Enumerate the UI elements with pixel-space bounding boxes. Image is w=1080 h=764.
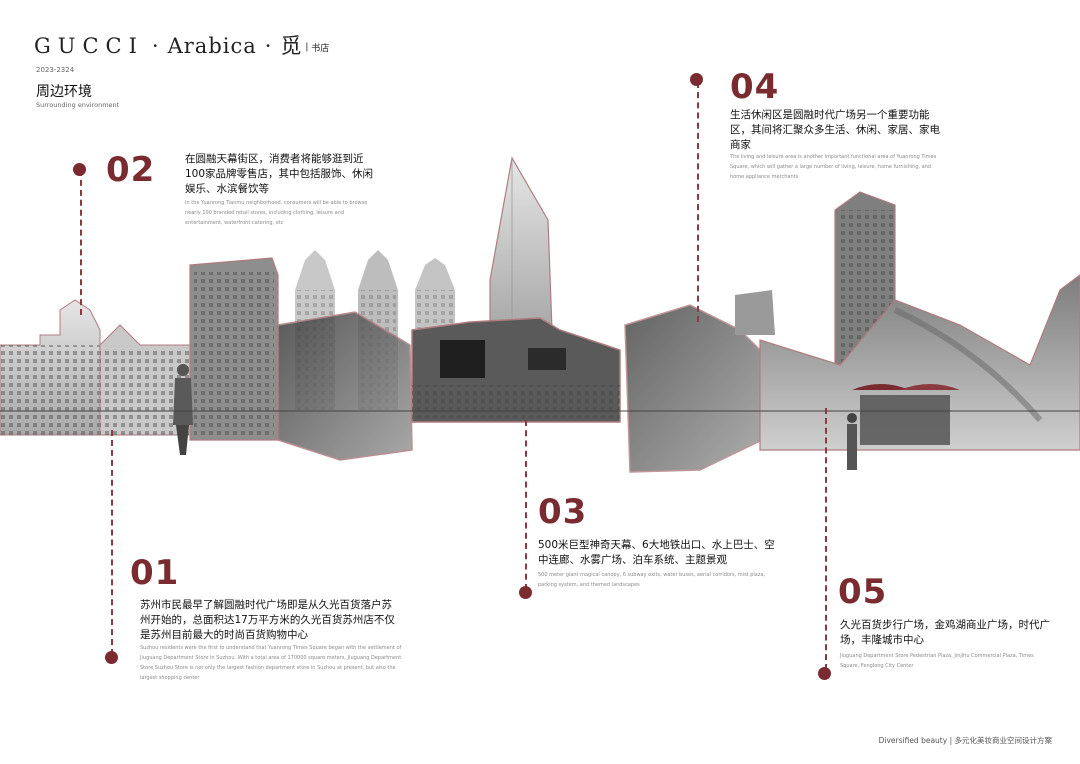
point-text-en-04: The living and leisure area is another i… (730, 154, 937, 180)
mall-with-screens (411, 317, 621, 423)
glass-skyscraper (489, 156, 553, 331)
point-text-zh-04: 生活休闲区是圆融时代广场另一个重要功能区，其间将汇聚众多生活、休闲、家居、家电商… (730, 109, 940, 151)
timeline-dot-02 (73, 163, 86, 176)
footer-divider: | (949, 736, 955, 745)
old-town-buildings (0, 299, 191, 436)
timeline-line-05 (825, 408, 827, 670)
footer-en: Diversified beauty (878, 736, 948, 745)
timeline-dot-04 (690, 73, 703, 86)
brand-gucci: GUCCI (34, 34, 144, 58)
point-text-zh-03: 500米巨型神奇天幕、6大地铁出口、水上巴士、空中连廊、水雾广场、泊车系统、主题… (538, 539, 775, 566)
timeline-line-03 (525, 420, 527, 590)
timeline-dot-03 (519, 586, 532, 599)
skyline-illustration (0, 156, 1080, 473)
brand-separator-2: · (264, 34, 273, 58)
point-text-en-03: 500 meter giant magical canopy, 6 subway… (538, 572, 766, 588)
glass-cube-building (277, 311, 413, 461)
timeline-line-02 (80, 170, 82, 315)
footer-zh: 多元化美妆商业空间设计方案 (954, 736, 1053, 745)
point-text-zh-05: 久光百货步行广场，金鸡湖商业广场，时代广场，丰隆城市中心 (840, 619, 1050, 646)
point-text-en-01: Suzhou residents were the first to under… (140, 645, 402, 681)
point-number-02: 02 (106, 150, 156, 190)
point-number-01: 01 (130, 553, 180, 593)
brand-separator: · (151, 34, 160, 58)
brand-mark: 觅 (280, 34, 303, 58)
timeline-line-01 (111, 430, 113, 655)
brand-header: GUCCI · Arabica · 觅 | 书店 (34, 30, 329, 60)
footer: Diversified beauty | 多元化美妆商业空间设计方案 (879, 735, 1052, 746)
street-vendors (847, 384, 960, 470)
curved-canopy-mall (759, 274, 1080, 451)
point-number-03: 03 (538, 492, 588, 532)
timeline-line-04 (697, 82, 699, 322)
point-text-zh-01: 苏州市民最早了解圆融时代广场即是从久光百货落户苏州开始的，总面积达17万平方米的… (140, 599, 395, 641)
brand-arabica: Arabica (167, 34, 257, 58)
timeline-dot-05 (818, 667, 831, 680)
section-title: 周边环境 (36, 84, 92, 100)
brand-bookstore: 书店 (311, 44, 330, 54)
point-number-04: 04 (730, 67, 780, 107)
brand-divider: | (302, 42, 312, 53)
point-text-en-02: In the Yuanrong Tianmu neighborhood, con… (185, 200, 368, 226)
timeline-dot-01 (105, 651, 118, 664)
section-subtitle: Surrounding environment (36, 101, 120, 109)
point-number-05: 05 (838, 572, 888, 612)
year-label: 2023-2324 (36, 66, 75, 74)
tower-left (189, 257, 279, 441)
person-figure-left (173, 364, 193, 455)
point-text-en-05: Jiuguang Department Store Pedestrian Pla… (840, 653, 1034, 669)
point-text-zh-02: 在圆融天幕街区，消费者将能够逛到近100家品牌零售店，其中包括服饰、休闲娱乐、水… (185, 153, 374, 195)
